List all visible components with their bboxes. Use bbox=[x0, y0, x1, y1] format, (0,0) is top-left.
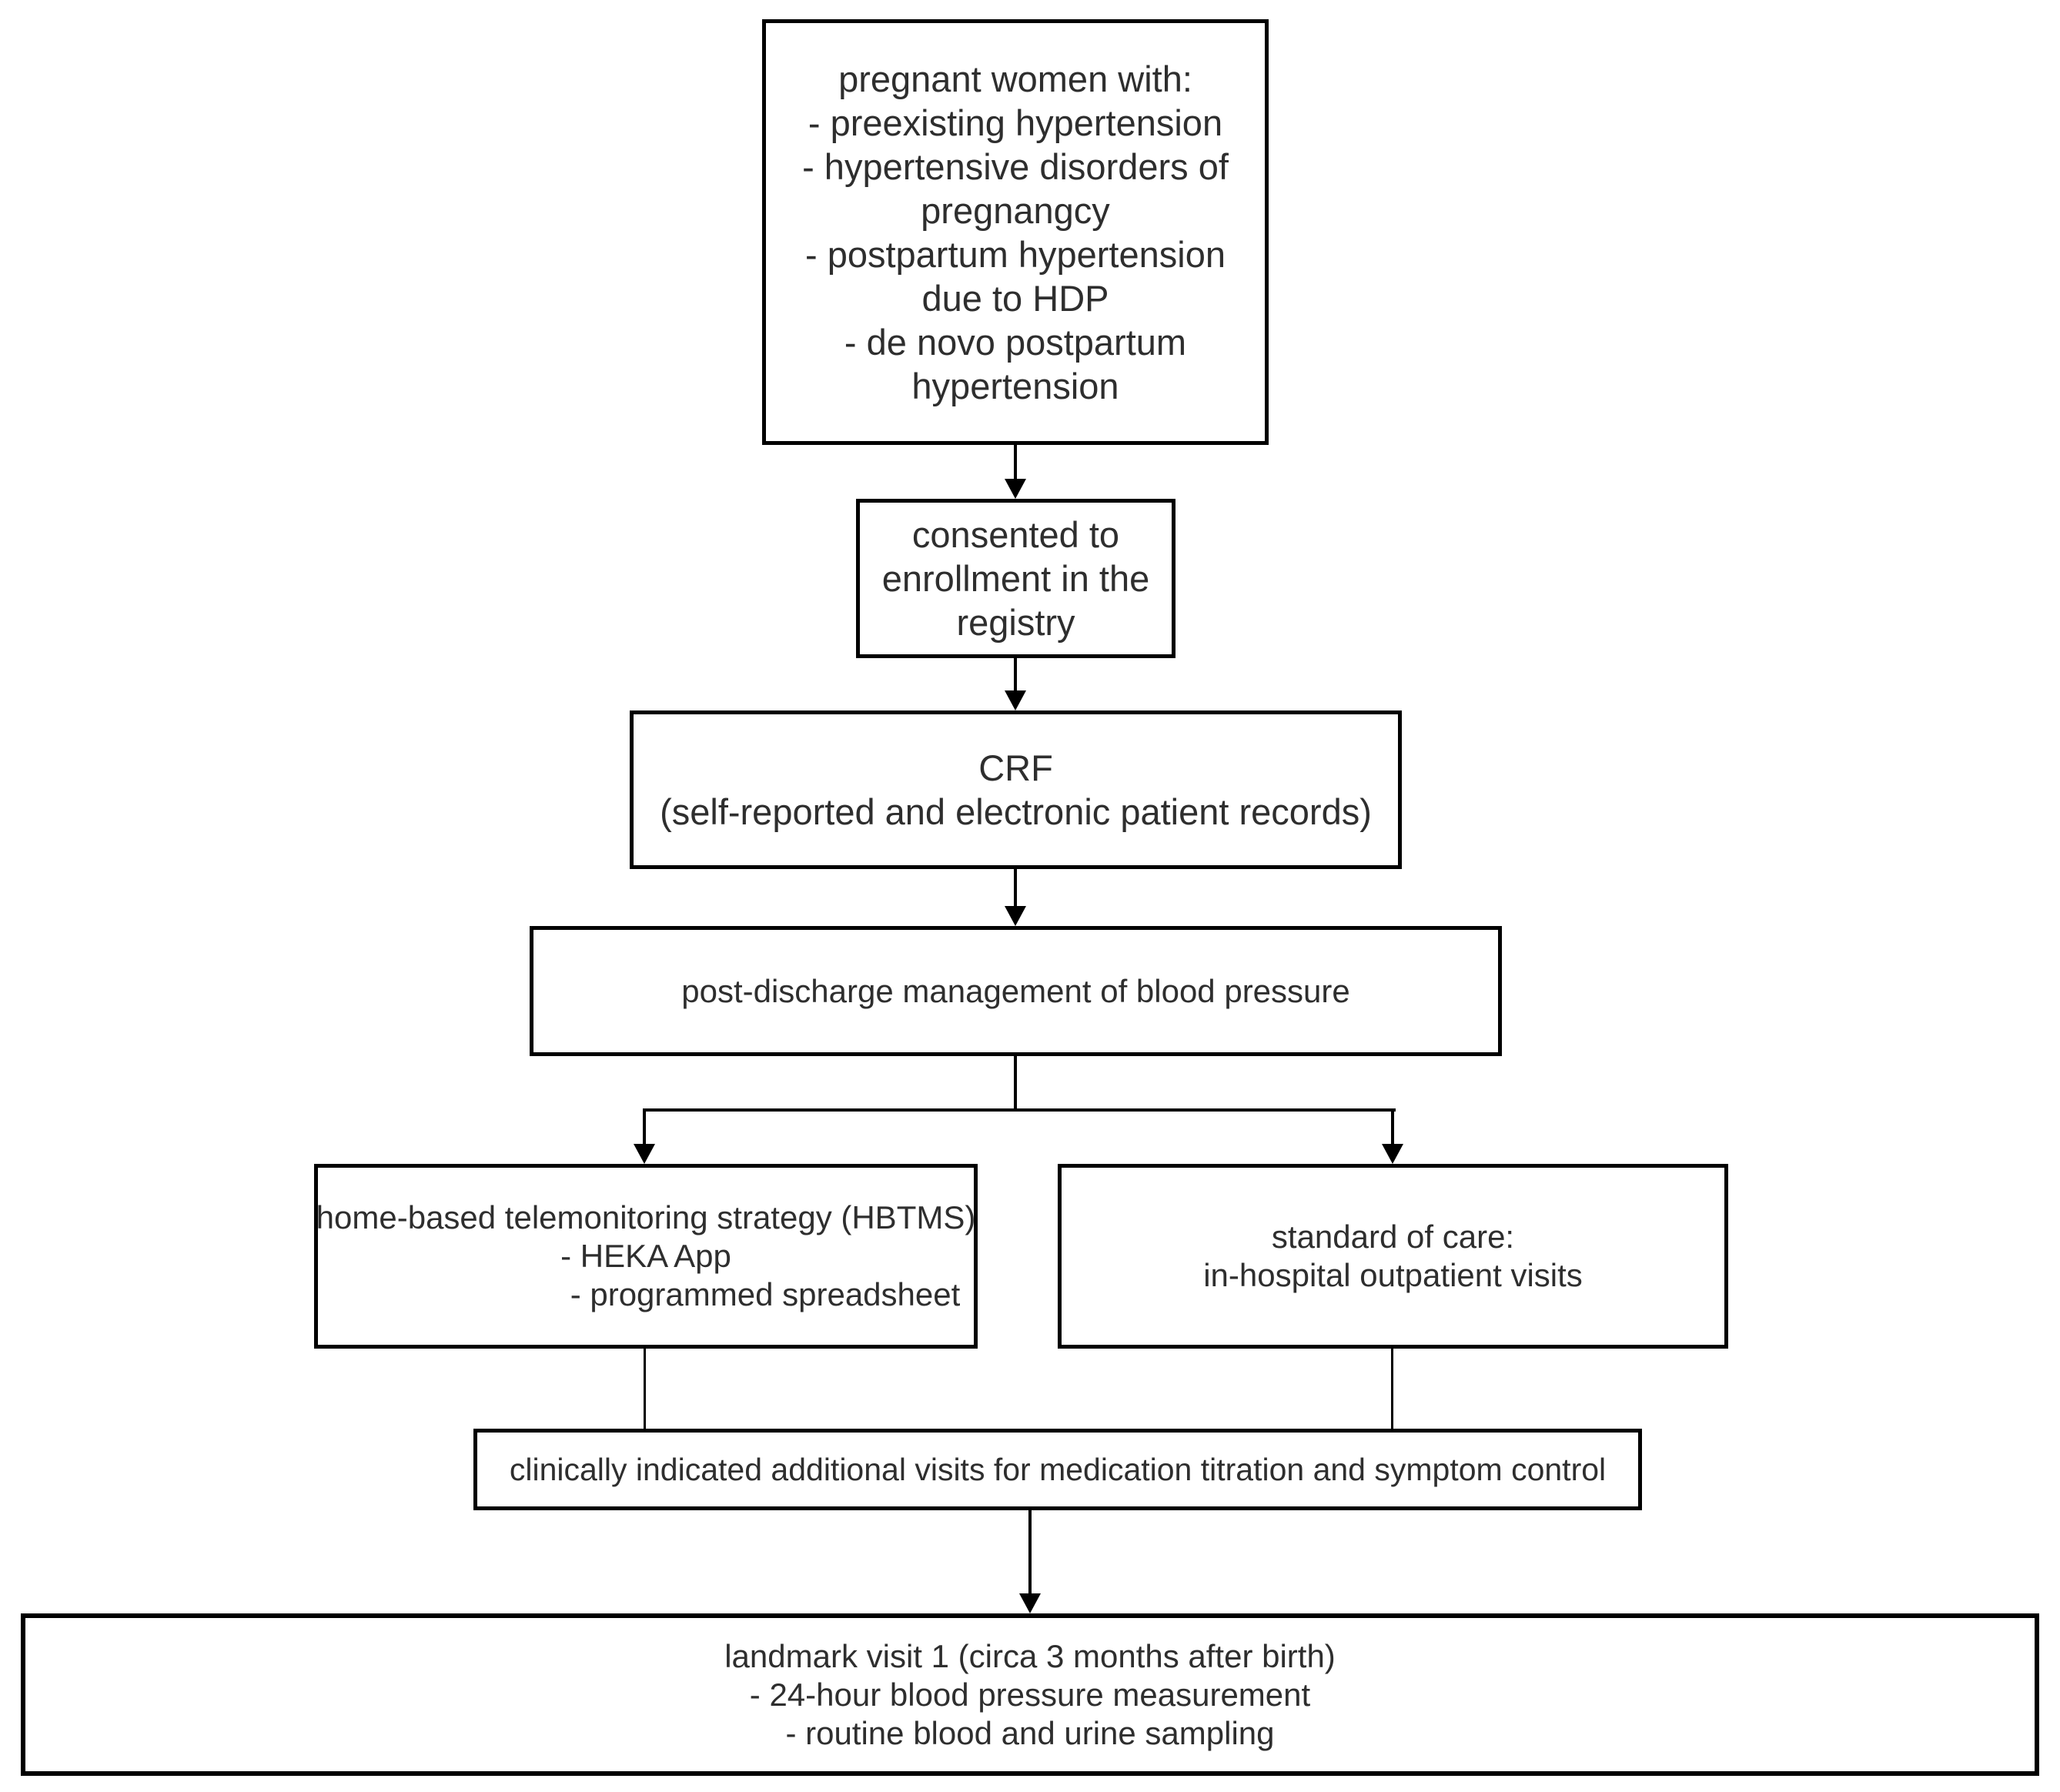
edge-additional-visits-landmark-line bbox=[1028, 1510, 1032, 1593]
node-text-line: in-hospital outpatient visits bbox=[1203, 1257, 1583, 1293]
node-text-line: - programmed spreadsheet bbox=[570, 1276, 961, 1312]
node-eligibility: pregnant women with: - preexisting hyper… bbox=[762, 19, 1269, 445]
node-text-line: - HEKA App bbox=[560, 1238, 731, 1274]
node-text-line: - routine blood and urine sampling bbox=[785, 1714, 1275, 1751]
edge-post-discharge-hbtms-line bbox=[643, 1112, 646, 1144]
node-text-line: landmark visit 1 (circa 3 months after b… bbox=[724, 1637, 1336, 1674]
node-text-line: clinically indicated additional visits f… bbox=[509, 1452, 1607, 1487]
node-text-line: enrollment in the bbox=[881, 558, 1150, 599]
edge-post-discharge-hbtms-arrowhead-icon bbox=[634, 1144, 655, 1164]
edge-additional-visits-landmark-arrowhead-icon bbox=[1019, 1593, 1041, 1613]
node-text-line: - postpartum hypertension bbox=[804, 233, 1226, 275]
edge-post-discharge-standard-of-care-line bbox=[1391, 1112, 1394, 1144]
node-crf: CRF (self-reported and electronic patien… bbox=[630, 710, 1402, 869]
node-text-line: (self-reported and electronic patient re… bbox=[660, 791, 1372, 832]
node-additional-visits: clinically indicated additional visits f… bbox=[473, 1429, 1642, 1510]
node-landmark-visit: landmark visit 1 (circa 3 months after b… bbox=[21, 1613, 2039, 1776]
node-text-line: pregnant women with: bbox=[838, 58, 1192, 99]
node-text-line: - preexisting hypertension bbox=[808, 102, 1223, 143]
node-text-line: home-based telemonitoring strategy (HBTM… bbox=[316, 1199, 976, 1235]
node-standard-of-care: standard of care: in-hospital outpatient… bbox=[1058, 1164, 1728, 1349]
node-text-line: due to HDP bbox=[921, 277, 1109, 319]
node-hbtms: home-based telemonitoring strategy (HBTM… bbox=[314, 1164, 978, 1349]
edge-crf-post-discharge-line bbox=[1014, 869, 1017, 906]
edge-eligibility-consent-line bbox=[1014, 445, 1017, 479]
branch-stem-line bbox=[1014, 1056, 1017, 1112]
node-text-line: registry bbox=[956, 602, 1075, 643]
node-text-line: standard of care: bbox=[1271, 1219, 1515, 1255]
node-text-line: consented to bbox=[911, 514, 1120, 555]
node-text-line: hypertension bbox=[911, 365, 1119, 406]
node-text-line: - hypertensive disorders of bbox=[802, 145, 1229, 187]
branch-horizontal-line bbox=[643, 1108, 1396, 1112]
node-consent: consented to enrollment in the registry bbox=[856, 499, 1175, 658]
node-text-line: - de novo postpartum bbox=[844, 321, 1187, 363]
edge-crf-post-discharge-arrowhead-icon bbox=[1005, 906, 1026, 926]
edge-standard-of-care-additional-visits-line bbox=[1391, 1349, 1393, 1429]
node-post-discharge: post-discharge management of blood press… bbox=[530, 926, 1502, 1056]
edge-eligibility-consent-arrowhead-icon bbox=[1005, 479, 1026, 499]
edge-hbtms-additional-visits-line bbox=[644, 1349, 646, 1429]
node-text-line: pregnangcy bbox=[921, 189, 1110, 231]
edge-consent-crf-arrowhead-icon bbox=[1005, 690, 1026, 710]
node-text-line: - 24-hour blood pressure measurement bbox=[749, 1676, 1311, 1713]
edge-consent-crf-line bbox=[1014, 658, 1017, 690]
node-text-line: CRF bbox=[978, 747, 1053, 788]
node-text-line: post-discharge management of blood press… bbox=[681, 972, 1350, 1009]
edge-post-discharge-standard-of-care-arrowhead-icon bbox=[1382, 1144, 1403, 1164]
